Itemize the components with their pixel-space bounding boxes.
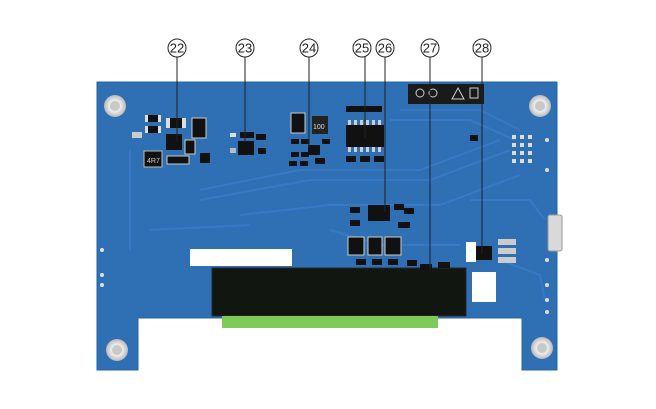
edge-vias (100, 138, 549, 314)
callout-23: 23 (235, 38, 255, 58)
board-notch (472, 272, 496, 302)
usb-connector (547, 214, 563, 252)
callout-25: 25 (352, 38, 372, 58)
svg-text:100: 100 (313, 124, 325, 131)
component-group-24: 100 (289, 112, 330, 166)
svg-text:25: 25 (355, 41, 369, 56)
silkscreen-block (190, 249, 292, 266)
svg-text:4R7: 4R7 (147, 158, 160, 165)
callouts: 22 23 24 25 26 27 28 (167, 38, 492, 58)
mounting-holes (104, 95, 553, 361)
display-panel (211, 267, 467, 317)
svg-text:22: 22 (170, 41, 184, 56)
svg-text:28: 28 (475, 41, 489, 56)
callout-22: 22 (167, 38, 187, 58)
svg-text:26: 26 (378, 41, 392, 56)
svg-text:27: 27 (423, 41, 437, 56)
callout-26: 26 (375, 38, 395, 58)
component-group-28 (466, 135, 532, 263)
component-group-23 (230, 132, 266, 155)
compliance-label (408, 84, 484, 104)
svg-text:24: 24 (302, 41, 316, 56)
component-group-26 (347, 204, 417, 266)
fpc-strip (222, 316, 438, 328)
callout-24: 24 (299, 38, 319, 58)
component-group-27 (420, 262, 450, 270)
callout-28: 28 (472, 38, 492, 58)
leader-lines (176, 57, 483, 270)
svg-text:23: 23 (238, 41, 252, 56)
component-group-22: 4R7 (132, 115, 210, 168)
callout-27: 27 (420, 38, 440, 58)
